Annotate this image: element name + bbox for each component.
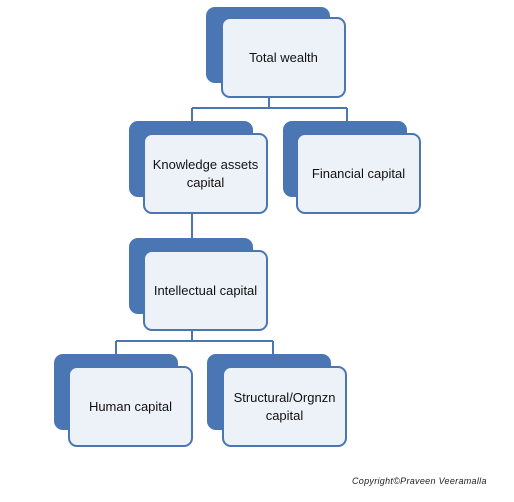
node-financial-capital-label: Financial capital [296,133,421,214]
node-total-wealth-label: Total wealth [221,17,346,98]
connector-intellectual-to-children [115,331,274,354]
node-intellectual-capital-label: Intellectual capital [143,250,268,331]
node-knowledge-assets-capital-label: Knowledge assets capital [143,133,268,214]
copyright-text: Copyright©Praveen Veeramalla [352,476,487,486]
connector-total-to-children [191,98,348,121]
node-human-capital-label: Human capital [68,366,193,447]
node-structural-capital-label: Structural/Orgnzn capital [222,366,347,447]
